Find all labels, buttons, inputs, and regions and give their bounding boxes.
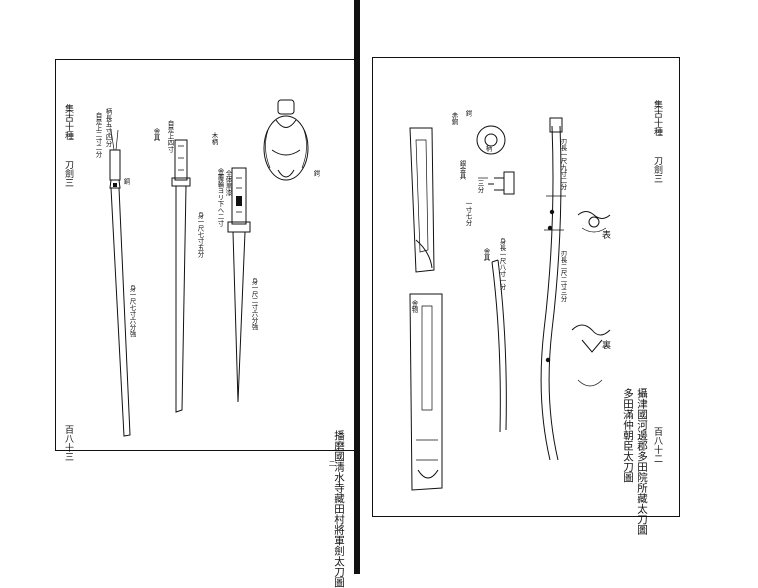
left-sword-1 xyxy=(109,129,131,437)
right-scabbard-upper xyxy=(409,127,435,273)
right-label-a: 刃長一尺九寸二分 xyxy=(559,138,567,190)
left-sword-3 xyxy=(227,167,251,403)
right-ura-ornament xyxy=(571,324,611,387)
right-label-i: 三分 xyxy=(476,180,484,193)
right-page-frame xyxy=(372,57,680,517)
left-label-g: 金覆輪ヨリ下ヘ二寸 xyxy=(216,168,224,227)
left-label-d: 身一尺七寸五分 xyxy=(196,212,204,258)
right-page: 集古十種 刀劍三 百八十二 攝津國河邊郡多田院所藏太刀圖 多田滿仲朝臣太刀圖 表… xyxy=(360,0,758,574)
left-figure-note: 二 xyxy=(327,460,335,467)
right-curved-sword xyxy=(540,117,566,461)
right-omote-ornament xyxy=(577,211,611,233)
right-scabbard-lower xyxy=(409,293,443,491)
right-label-h: 金物 xyxy=(410,300,418,313)
right-sword-illustrations xyxy=(409,117,611,491)
left-label-c: 自是上四寸 xyxy=(166,120,174,153)
right-curved-blade xyxy=(491,259,507,433)
left-label-f: 身一尺二寸六分強 xyxy=(250,278,258,330)
right-guard-detail xyxy=(476,125,515,195)
right-page-number: 百八十二 xyxy=(652,427,662,463)
left-label-j: 金具 xyxy=(152,128,160,141)
right-caption: 攝津國河邊郡多田院所藏太刀圖 xyxy=(636,388,648,535)
left-guard-drawing xyxy=(263,99,309,181)
left-page-number: 百八十三 xyxy=(63,425,73,461)
right-caption-2: 多田滿仲朝臣太刀圖 xyxy=(622,388,634,483)
right-label-k: 赤銅 xyxy=(450,112,458,125)
left-sword-illustrations xyxy=(109,99,309,437)
left-label-a: 柄長五寸四分 xyxy=(104,108,112,147)
left-caption: 播磨國淸水寺藏田村將軍劍太刀圖 xyxy=(333,430,345,588)
right-section: 刀劍三 xyxy=(652,156,662,183)
left-label-h: 全体黒漆 xyxy=(224,170,232,196)
right-label-e: 鍔 xyxy=(464,110,472,117)
left-label-e: 身一尺七寸六分強 xyxy=(128,285,136,337)
left-section: 刀劍三 xyxy=(63,160,73,187)
right-label-g: 銀金具 xyxy=(458,160,466,180)
left-label-k: 木柄 xyxy=(210,132,218,145)
left-fig-label-1: 鍔 xyxy=(312,170,320,177)
left-label-i: 銅 xyxy=(122,178,130,185)
right-label-b: 刃長二尺二寸三分 xyxy=(559,250,567,302)
right-header: 集古十種 xyxy=(652,100,662,136)
right-label-f: 柄 xyxy=(484,145,492,152)
right-omote: 表 xyxy=(600,230,610,239)
right-label-j: 一寸七分 xyxy=(464,200,472,226)
book-gutter xyxy=(354,0,360,574)
left-label-b: 自是上二寸二分 xyxy=(94,112,102,158)
right-label-d: 金具 xyxy=(482,248,490,261)
left-page: 集古十種 刀劍三 百八十三 播磨國淸水寺藏田村將軍劍太刀圖 二 鍔 柄長五寸四分… xyxy=(0,0,357,588)
right-ura: 裏 xyxy=(600,340,610,349)
left-sword-2 xyxy=(171,139,191,413)
left-header: 集古十種 xyxy=(63,104,73,140)
right-label-c: 身長一尺八寸一分 xyxy=(498,238,506,290)
